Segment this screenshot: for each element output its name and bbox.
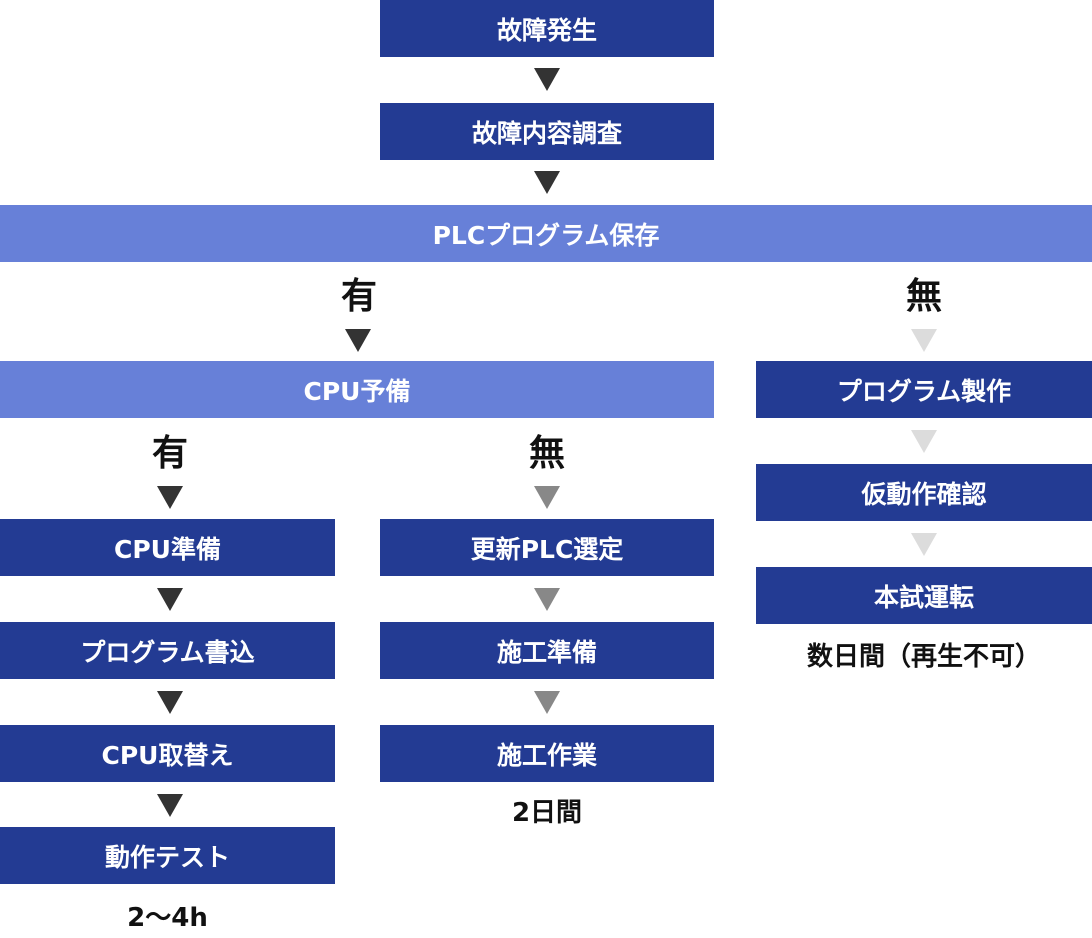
left-step-4-box: 動作テスト [0,827,335,884]
arrow-down-icon [157,691,183,714]
cpu-spare-box: CPU予備 [0,361,714,418]
cpu-spare-label: CPU予備 [303,376,411,406]
middle-step-3-box: 施工作業 [380,725,714,782]
middle-step-2-box: 施工準備 [380,622,714,679]
left-step-2-label: プログラム書込 [80,637,255,667]
cpu-spare-no-label: 無 [528,433,565,474]
failure-occurrence-label: 故障発生 [496,15,597,45]
left-step-4-label: 動作テスト [104,842,230,872]
left-step-3-box: CPU取替え [0,725,335,782]
middle-step-2-label: 施工準備 [496,637,597,667]
right-duration-label: 数日間（再生不可） [806,642,1041,672]
right-step-1-box: プログラム製作 [756,361,1092,418]
cpu-spare-yes-label: 有 [151,433,188,474]
plc-saved-no-label: 無 [905,276,942,317]
arrow-down-icon [534,691,560,714]
middle-duration-label: 2日間 [511,798,583,828]
middle-step-1-label: 更新PLC選定 [470,534,624,564]
middle-step-1-box: 更新PLC選定 [380,519,714,576]
arrow-down-icon [534,171,560,194]
right-step-2-box: 仮動作確認 [756,464,1092,521]
left-step-3-label: CPU取替え [101,740,234,770]
right-step-2-label: 仮動作確認 [861,479,987,509]
arrow-down-icon [345,329,371,352]
left-step-1-box: CPU準備 [0,519,335,576]
left-duration-label: 2〜4h [127,903,208,933]
arrow-down-icon [157,588,183,611]
failure-investigation-label: 故障内容調査 [471,118,622,148]
right-step-3-label: 本試運転 [873,582,974,612]
left-step-2-box: プログラム書込 [0,622,335,679]
plc-saved-yes-label: 有 [340,276,377,317]
arrow-down-icon [534,68,560,91]
arrow-down-icon [157,486,183,509]
plc-program-saved-box: PLCプログラム保存 [0,205,1092,262]
failure-investigation-box: 故障内容調査 [380,103,714,160]
failure-occurrence-box: 故障発生 [380,0,714,57]
plc-program-saved-label: PLCプログラム保存 [432,220,660,250]
arrow-down-icon [911,430,937,453]
middle-step-3-label: 施工作業 [496,740,597,770]
arrow-down-icon [534,486,560,509]
left-step-1-label: CPU準備 [114,534,221,564]
arrow-down-icon [911,329,937,352]
arrow-down-icon [911,533,937,556]
right-step-3-box: 本試運転 [756,567,1092,624]
right-step-1-label: プログラム製作 [836,376,1012,406]
arrow-down-icon [157,794,183,817]
arrow-down-icon [534,588,560,611]
